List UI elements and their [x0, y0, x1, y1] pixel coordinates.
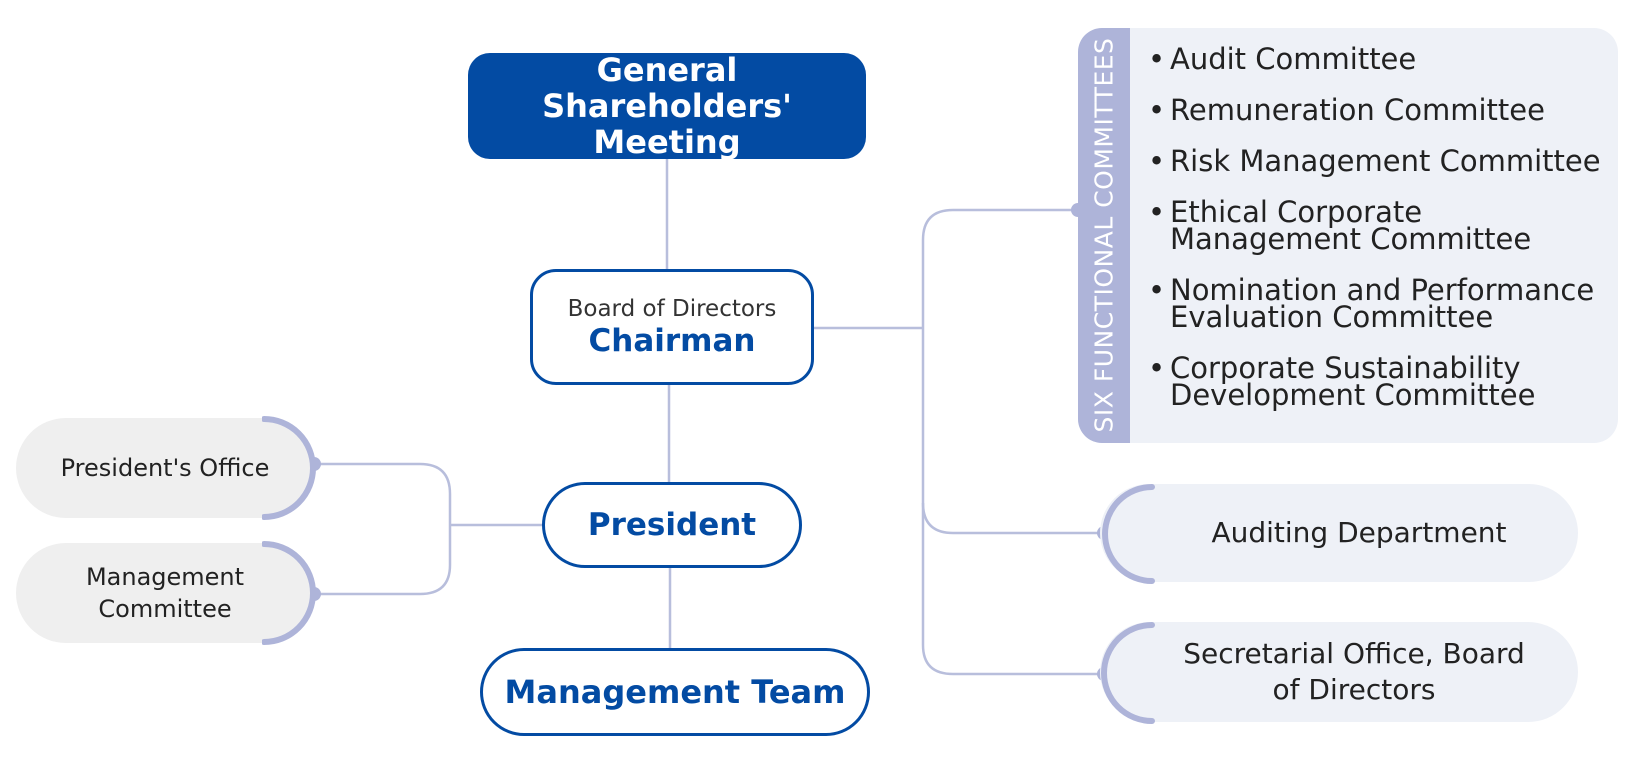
committee-item: • Risk Management Committee	[1148, 144, 1613, 178]
committee-item-label: Corporate Sustainability Development Com…	[1170, 351, 1536, 412]
bullet: •	[1148, 273, 1166, 307]
general-shareholders-meeting-box: General Shareholders' Meeting	[468, 51, 866, 161]
management-committee-pill: Management Committee	[16, 543, 314, 643]
management-team-label: Management Team	[504, 673, 846, 711]
bullet: •	[1148, 93, 1166, 127]
bullet: •	[1148, 351, 1166, 385]
committee-item: • Nomination and Performance Evaluation …	[1148, 273, 1613, 334]
general-shareholders-meeting-label: General Shareholders' Meeting	[542, 51, 792, 161]
committee-item: • Remuneration Committee	[1148, 93, 1613, 127]
functional-committees-panel: SIX FUNCTIONAL COMMITTEES • Audit Commit…	[1078, 28, 1618, 443]
committee-list: • Audit Committee • Remuneration Committ…	[1148, 42, 1613, 433]
management-team-box: Management Team	[480, 648, 870, 736]
committees-header-bar: SIX FUNCTIONAL COMMITTEES	[1078, 28, 1130, 443]
board-title: Chairman	[588, 323, 756, 359]
auditing-department-label: Auditing Department	[1211, 516, 1507, 549]
auditing-department-arc-icon	[1102, 484, 1155, 584]
presidents-office-label: President's Office	[60, 454, 270, 482]
committee-item-label: Audit Committee	[1170, 42, 1417, 76]
committee-item: • Audit Committee	[1148, 42, 1613, 76]
auditing-department-pill: Auditing Department	[1100, 484, 1578, 582]
presidents-office-arc-icon	[262, 416, 316, 520]
committee-item-label: Risk Management Committee	[1170, 144, 1601, 178]
bullet: •	[1148, 195, 1166, 229]
presidents-office-pill: President's Office	[16, 418, 314, 518]
committee-item: • Ethical Corporate Management Committee	[1148, 195, 1613, 256]
bullet: •	[1148, 42, 1166, 76]
management-committee-arc-icon	[262, 541, 316, 645]
board-subtitle: Board of Directors	[567, 296, 777, 322]
president-box: President	[542, 482, 802, 568]
secretarial-office-pill: Secretarial Office, Board of Directors	[1100, 622, 1578, 722]
committee-item-label: Remuneration Committee	[1170, 93, 1545, 127]
bullet: •	[1148, 144, 1166, 178]
committee-item-label: Ethical Corporate Management Committee	[1170, 195, 1532, 256]
committee-item: • Corporate Sustainability Development C…	[1148, 351, 1613, 412]
committee-item-label: Nomination and Performance Evaluation Co…	[1170, 273, 1595, 334]
president-label: President	[587, 507, 757, 543]
committees-header: SIX FUNCTIONAL COMMITTEES	[1089, 37, 1119, 433]
management-committee-label: Management Committee	[85, 563, 245, 623]
secretarial-office-label: Secretarial Office, Board of Directors	[1183, 637, 1525, 706]
secretarial-office-arc-icon	[1101, 622, 1155, 724]
board-chairman-box: Board of Directors Chairman	[530, 269, 814, 385]
